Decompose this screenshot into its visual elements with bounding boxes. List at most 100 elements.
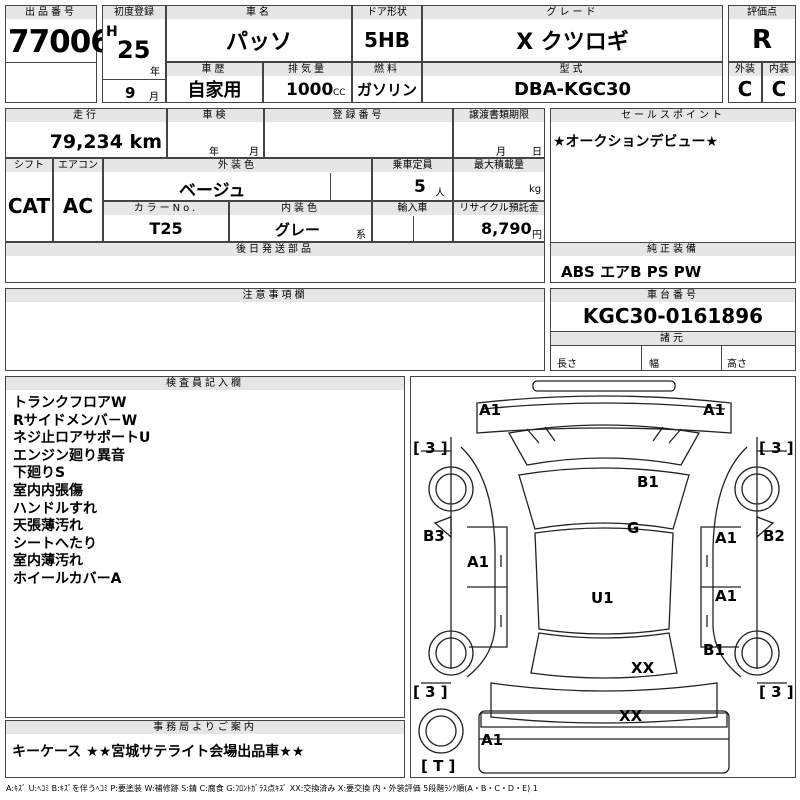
year-unit: 年 [150,67,160,78]
max-load-unit: kg [529,184,542,195]
damage-mark: A1 [467,553,490,571]
displacement-label: 排気量 [264,63,351,76]
damage-mark: XX [619,707,643,725]
inspection-cell: 車検 年 月 [167,108,264,158]
capacity-label: 乗車定員 [373,159,452,172]
height-label: 高さ [727,359,747,370]
car-name-cell: 車名 パッソ [166,5,352,62]
model: DBA-KGC30 [513,78,632,100]
notes-cell: 注意事項欄 [5,288,545,371]
mileage: 79,234 km [49,131,162,153]
damage-mark: U1 [591,589,614,607]
car-name: パッソ [225,30,292,55]
transfer-day-unit: 日 [532,147,542,158]
fuel-label: 燃料 [353,63,421,76]
grade-label: グレード [423,6,722,19]
interior-grade: C [771,77,787,101]
grade-cell: グレード X クツロギ [422,5,723,62]
chassis-cell: 車台番号 KGC30-0161896 諸元 長さ 幅 高さ [550,288,796,371]
history: 自家用 [187,80,242,101]
inspector-line: 下廻りS [13,465,66,482]
fuel: ガソリン [356,80,417,99]
chassis-number: KGC30-0161896 [582,304,764,328]
lot-label: 出品番号 [6,6,96,19]
exterior-grade: C [737,77,753,101]
grade: X クツロギ [516,30,629,55]
reg-number-cell: 登録番号 [264,108,453,158]
history-cell: 車歴 自家用 [166,62,263,103]
inspector-line: トランクフロアW [13,395,127,411]
inspector-line: Rサイドメンバ－W [13,412,138,429]
inspector-line: ハンドルすれ [13,500,97,517]
inspector-cell: 検査員記入欄 トランクフロアW Rサイドメンバ－W ネジ止ロアサポートU エンジ… [5,376,405,718]
reg-number-label: 登録番号 [265,109,452,122]
shift-label: シフト [6,159,52,172]
equipment-label: 純正装備 [551,243,795,256]
color-no: T25 [149,218,183,238]
car-name-label: 車名 [167,6,351,19]
tire-tread-mark: [ 3 ] [759,439,794,457]
displacement: 1000 [286,80,334,100]
sales-point: ★オークションデビュー★ [553,134,719,150]
car-outline [418,380,787,774]
interior-label: 内装 [763,63,795,76]
damage-mark: A1 [715,529,738,547]
reg-month: 9 [125,84,136,102]
inspector-line: 室内内張傷 [13,482,83,499]
transfer-label: 譲渡書類期限 [454,109,544,122]
inspection-year-unit: 年 [209,147,219,158]
capacity-unit: 人 [435,188,445,199]
ac-cell: エアコン AC [53,158,103,242]
era: H [106,24,118,40]
recycle-fee: 8,790 [481,219,532,238]
color-no-label: カラーNo. [104,202,228,215]
inspection-month-unit: 月 [249,147,259,158]
inspector-line: ネジ止ロアサポートU [13,430,151,447]
damage-mark: B1 [637,473,659,491]
interior-color-cell: 内装色 グレー 系 [229,201,372,242]
tire-tread-mark: [ 3 ] [413,683,448,701]
door-label: ドア形状 [353,6,421,19]
office-notice: キーケース ★★宮城サテライト会場出品車★★ [12,744,305,760]
rating-cell: 評価点 R [728,5,796,62]
damage-mark: A1 [715,587,738,605]
inspector-label: 検査員記入欄 [6,377,404,390]
capacity-cell: 乗車定員 5 人 [372,158,453,201]
capacity: 5 [414,177,426,197]
interior-color-unit: 系 [356,230,366,241]
month-unit: 月 [149,92,159,103]
damage-mark: A1 [481,731,504,749]
max-load-cell: 最大積載量 kg [453,158,545,201]
later-parts-label: 後日発送部品 [6,243,544,256]
color: ベージュ [179,181,246,201]
reg-year: 25 [117,36,151,64]
car-diagram: A1 A1 B1 G B3 B2 A1 A1 A1 U1 B1 XX XX A1… [410,376,796,778]
spare-tire-mark: [ T ] [421,757,456,775]
exterior-label: 外装 [729,63,761,76]
equipment: ABS エアB PS PW [561,263,702,281]
inspector-line: 室内薄汚れ [13,553,83,570]
mileage-cell: 走行 79,234 km [5,108,167,158]
tire-tread-mark: [ 3 ] [759,683,794,701]
history-label: 車歴 [167,63,262,76]
inspector-line: ホイールカバーA [13,570,122,587]
damage-mark: B3 [423,527,445,545]
inspector-line: シートへたり [13,535,97,552]
color-no-cell: カラーNo. T25 [103,201,229,242]
later-parts-cell: 後日発送部品 [5,242,545,283]
inspector-line: 天張薄汚れ [13,518,83,535]
damage-mark: B2 [763,527,785,545]
width-label: 幅 [649,359,659,370]
model-cell: 型式 DBA-KGC30 [422,62,723,103]
shift: CAT [7,194,51,218]
displacement-unit: CC [333,88,346,98]
ac: AC [62,194,94,218]
recycle-cell: リサイクル預託金 8,790 円 [453,201,545,242]
sales-point-label: セールスポイント [551,109,795,122]
mileage-label: 走行 [6,109,166,122]
ac-label: エアコン [54,159,102,172]
transfer-month-unit: 月 [496,147,506,158]
inspection-label: 車検 [168,109,263,122]
interior-color: グレー [275,221,321,239]
fuel-cell: 燃料 ガソリン [352,62,422,103]
